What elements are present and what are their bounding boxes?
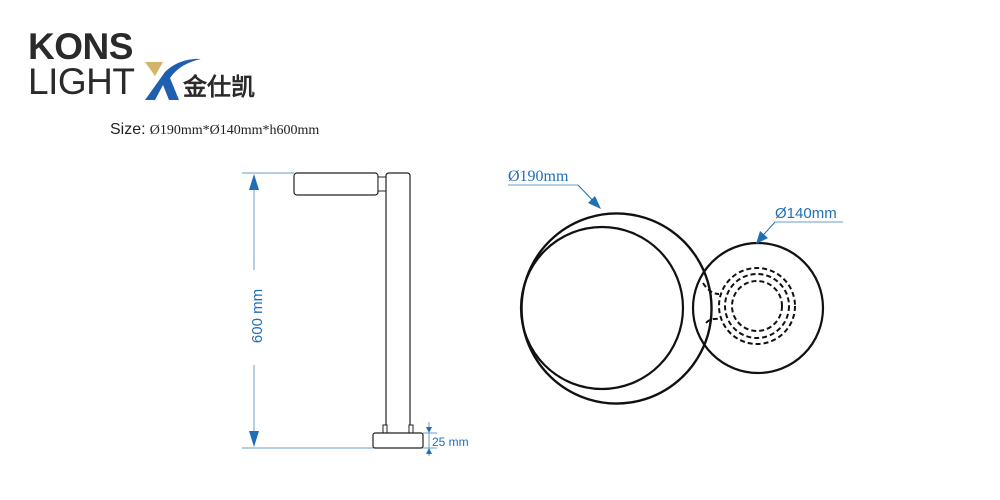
large-diameter-label: Ø190mm (508, 168, 569, 185)
lamp-pole (385, 172, 411, 432)
large-diameter-callout: Ø190mm (508, 168, 601, 209)
large-outer-circle (520, 212, 699, 405)
size-label: Size: (110, 121, 146, 138)
brand-logo: KONS LIGHT 金仕凯 (28, 28, 288, 108)
small-diameter-callout: Ø140mm (756, 205, 843, 244)
side-view (293, 172, 424, 449)
small-diameter-label: Ø140mm (775, 205, 837, 222)
logo-text-kons: KONS (28, 26, 133, 67)
dashed-ring-outer (718, 267, 796, 345)
lamp-connector (377, 176, 387, 192)
dashed-ring-inner (731, 280, 783, 332)
base-dimension: 25 mm (423, 422, 469, 456)
lamp-head (293, 172, 379, 196)
dashed-ring-middle (724, 273, 790, 339)
logo-text-chinese: 金仕凯 (183, 73, 255, 101)
size-spec: Size: Ø190mm*Ø140mm*h600mm (110, 121, 319, 139)
lamp-base (372, 432, 424, 449)
height-label: 600 mm (249, 289, 266, 343)
base-label: 25 mm (432, 435, 469, 449)
logo-text-light: LIGHT (28, 61, 135, 102)
size-value: Ø190mm*Ø140mm*h600mm (149, 123, 320, 138)
large-inner-circle (519, 225, 685, 391)
height-dimension: 600 mm (242, 172, 373, 449)
top-view (519, 212, 825, 405)
logo-k-swoosh-icon (145, 58, 201, 100)
